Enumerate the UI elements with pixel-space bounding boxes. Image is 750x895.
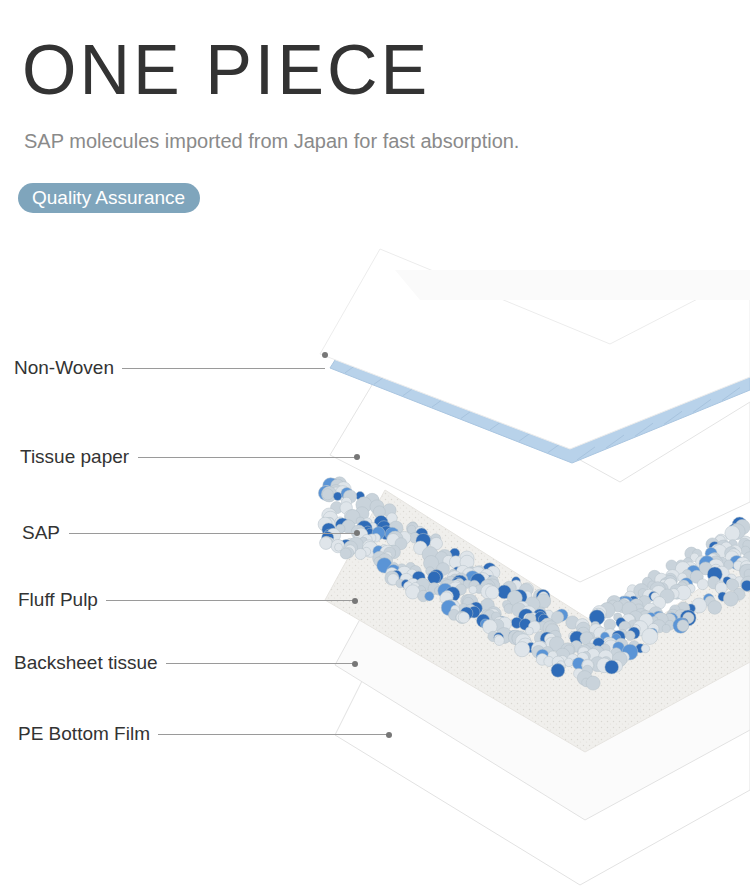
- quilt-line: [693, 399, 711, 412]
- leader-dot: [322, 352, 328, 358]
- sap-granule: [333, 492, 341, 500]
- sap-granule: [525, 627, 533, 635]
- part-name: Backsheet tissue: [14, 652, 158, 674]
- sap-granule: [662, 625, 670, 633]
- sap-granule: [565, 658, 574, 667]
- sap-granule: [320, 537, 333, 550]
- quilt-line: [606, 435, 624, 448]
- quilt-line: [722, 387, 740, 400]
- leader-line: [166, 663, 355, 664]
- subtitle-note: SAP molecules imported from Japan for fa…: [24, 129, 519, 153]
- layer-stack: [318, 249, 750, 885]
- sap-granule: [458, 612, 469, 623]
- sap-granule: [322, 489, 333, 500]
- leader-line: [122, 368, 325, 369]
- sap-granule: [697, 579, 708, 590]
- part-name: Non-Woven: [14, 357, 114, 379]
- part-name: PE Bottom Film: [18, 723, 150, 745]
- quilt-line: [635, 423, 653, 436]
- sap-granule: [428, 571, 441, 584]
- badge-pill: Quality Assurance: [18, 183, 200, 213]
- sap-granule: [425, 592, 434, 601]
- sap-granule: [551, 664, 565, 678]
- leader-line: [138, 457, 357, 458]
- leader-dot: [386, 732, 392, 738]
- sap-granule: [641, 644, 649, 652]
- leader-lines: [69, 369, 389, 735]
- sap-granule: [320, 536, 333, 549]
- leader-line: [69, 533, 357, 534]
- sap-granule: [486, 586, 499, 599]
- leader-dot: [352, 661, 358, 667]
- sap-granule: [586, 676, 600, 690]
- leader-line: [158, 734, 389, 735]
- leader-dot: [354, 530, 360, 536]
- sap-granule: [469, 586, 477, 594]
- sap-granule: [677, 620, 689, 632]
- leader-dot: [354, 454, 360, 460]
- sap-granule: [626, 631, 636, 641]
- leader-dots: [322, 352, 392, 738]
- part-name: Fluff Pulp: [18, 589, 98, 611]
- leader-line: [106, 600, 355, 601]
- sap-granule: [708, 601, 722, 615]
- sap-granule: [723, 591, 738, 606]
- quilt-line: [664, 411, 682, 424]
- sap-granule: [642, 628, 658, 644]
- sap-granule: [340, 548, 351, 559]
- quilt-line: [577, 447, 595, 460]
- leader-dot: [352, 598, 358, 604]
- main-title: ONE PIECE: [22, 30, 430, 110]
- sap-granule: [355, 549, 366, 560]
- top-sheet-back: [395, 270, 750, 300]
- part-name: Tissue paper: [20, 446, 129, 468]
- part-name: SAP: [22, 522, 60, 544]
- sap-granule: [494, 636, 504, 646]
- top-white-sheet: [320, 249, 750, 449]
- sap-granule: [515, 642, 530, 657]
- sap-granule: [605, 660, 619, 674]
- badge-text: Quality Assurance: [32, 187, 185, 209]
- sap-granule: [673, 618, 689, 634]
